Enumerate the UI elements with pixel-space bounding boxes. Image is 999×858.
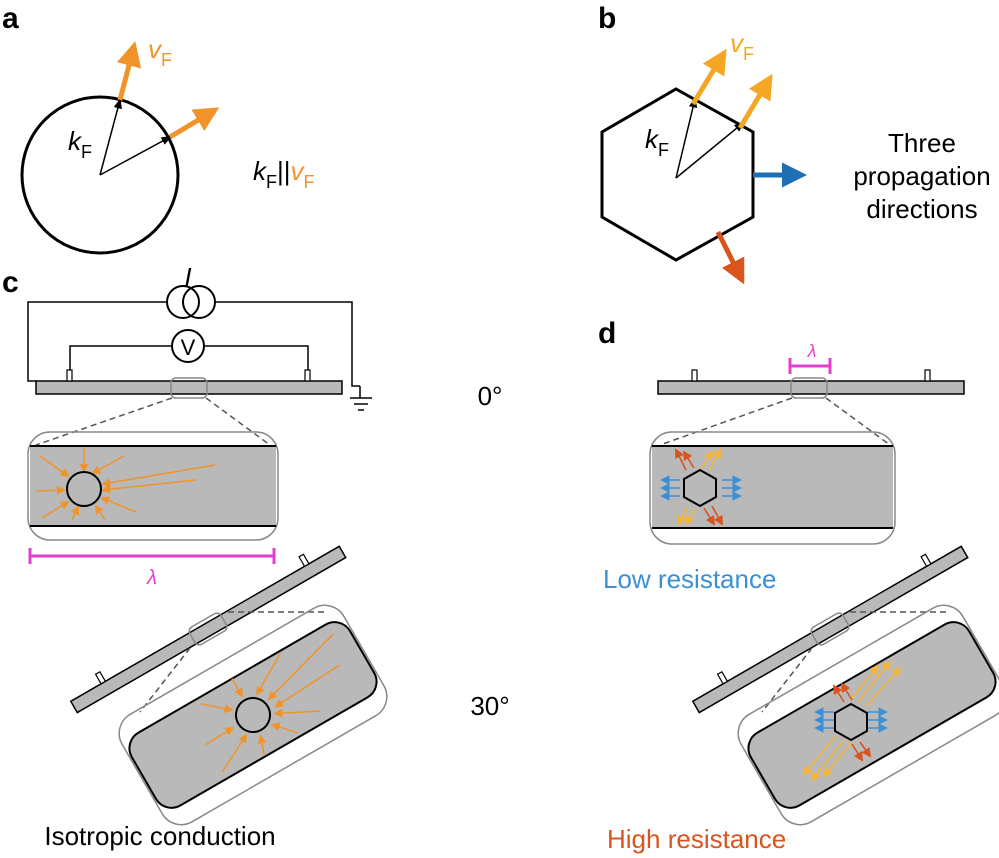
panel-label-c: c [2,266,19,299]
propagation-label: propagation [853,161,990,191]
zoom-line-right [205,397,271,446]
panel-label-a: a [2,2,19,35]
hallbar-d-0deg [657,380,965,395]
zoom-line-left [35,397,173,446]
isotropic-label: Isotropic conduction [44,821,275,851]
angle-label-30deg: 30° [470,691,509,721]
panel-c: c I V [2,262,510,851]
hallbar-d-30deg [691,545,969,714]
voltmeter-label: V [181,335,196,360]
kF-label-a: kF [68,126,92,162]
vF-label-a: vF [148,34,172,70]
zoom-inset-d-30deg [737,604,999,826]
kF-arrow-1 [99,97,122,176]
panel-d: d λ [598,317,999,854]
low-resistance-label: Low resistance [603,564,776,594]
isotropic-arrows-0deg [35,448,216,521]
panel-label-d: d [598,317,616,350]
lambda-label-d: λ [807,341,817,361]
fermi-circle [20,95,180,255]
measurement-circuit [27,285,372,411]
vF-arrow-b1 [690,48,727,106]
propagation-arrow-red [715,230,745,285]
vF-label-b: vF [730,28,754,64]
voltage-wire-right [204,345,309,381]
defect-hexagon-30deg [834,702,868,742]
three-label: Three [888,128,956,158]
contact-0a [66,369,73,382]
panel-b: b vF kF Three propagation directions [598,2,991,285]
current-source-label: I [184,262,191,292]
vF-arrow-2 [168,107,220,140]
kF-arrow-2 [99,135,172,176]
defect-hexagon-0deg [683,468,717,508]
defect-circle-0deg [66,471,102,507]
lambda-label-c: λ [146,567,157,589]
fermi-hexagon [600,87,755,262]
hallbar-30deg [69,545,347,714]
vF-arrow-1 [116,41,142,101]
current-wire-right [214,301,360,387]
vF-arrow-b2 [737,73,773,130]
zoom-window-0deg [170,377,208,399]
zoom-inset-0deg-frame [27,431,279,541]
voltage-wire-left [69,345,172,381]
anisotropic-arrows-0deg [650,448,850,526]
panel-label-b: b [598,2,616,35]
zoom-line-30-left [139,647,191,713]
directions-label: directions [866,194,977,224]
zoom-inset-30deg [118,604,388,826]
kF-parallel-vF: kF||vF [253,156,315,192]
kF-label-b: kF [645,124,669,160]
kF-arrow-b1 [675,96,698,179]
contact-0b [304,369,311,382]
hallbar-0deg [35,380,343,395]
zoom-window-d-0deg [790,377,828,399]
high-resistance-label: High resistance [607,824,786,854]
kF-arrow-b2 [675,121,745,179]
angle-label-0deg: 0° [478,381,503,411]
panel-a: a vF kF kF||vF [2,2,315,255]
current-wire-left [27,301,168,382]
anisotropic-arrows-30deg [760,660,925,782]
